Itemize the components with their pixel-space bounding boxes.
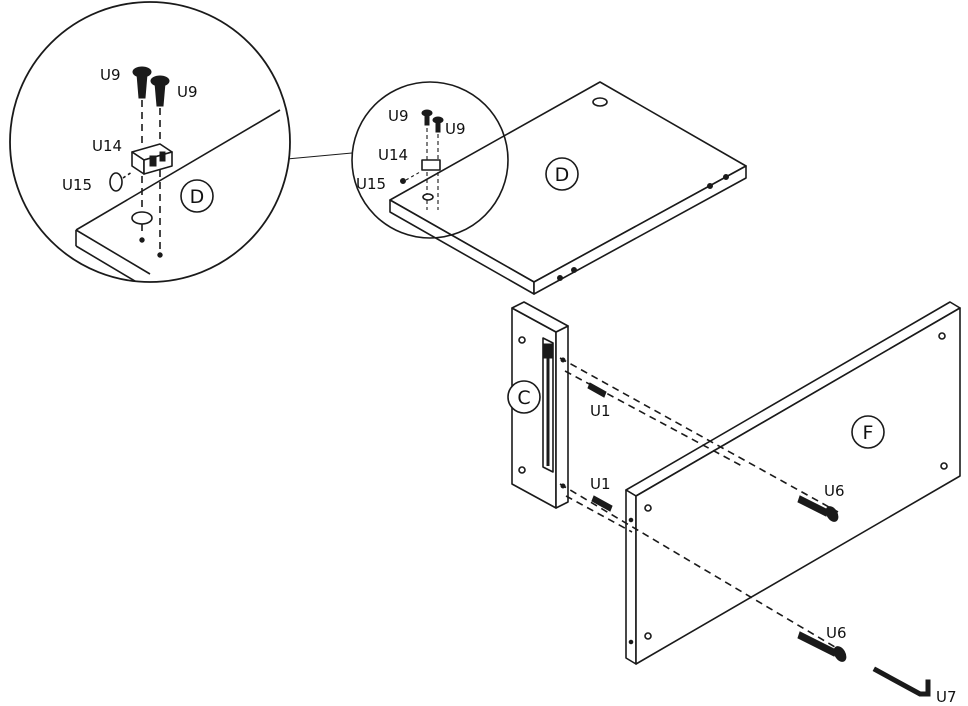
panel-f-hole [938,332,946,340]
panel-f-edge [625,489,637,665]
u15-small-guide [405,171,421,181]
panel-d-label: D [555,164,570,186]
detail-small: U9 U9 U14 U15 [351,81,509,239]
panel-f-label: F [863,422,874,444]
dowel-point [139,237,145,243]
u15-large-guide [122,171,133,179]
guide-upper-2 [564,370,743,467]
label-u1-lower: U1 [590,475,611,493]
label-u1-upper: U1 [590,402,611,420]
panel-f-hole [644,632,652,640]
u9-screw-small-b [432,116,444,133]
detail-d-badge [180,179,214,213]
label-u14-small: U14 [378,146,408,164]
u6-bolt-upper [797,495,839,522]
cam-hole-large [131,211,153,225]
label-u9-large-a: U9 [100,66,121,84]
panel-f-hole [644,504,652,512]
detail-large-ring [9,1,291,283]
u9-screw-large-b [150,75,170,107]
panel-c-badge [507,380,541,414]
detail-large: D U9 U9 U14 U15 [9,1,291,283]
label-u15-large: U15 [62,176,92,194]
u15-small [400,178,406,184]
panel-d-edge-right [533,165,747,295]
label-u7: U7 [936,688,957,706]
panel-d-edge-hole [557,275,563,281]
u9-screw-large-a [132,66,152,99]
panel-c: C [507,301,569,509]
u1-dowel-lower [591,495,613,512]
panel-f: F [625,301,961,665]
panel-f-hole [940,462,948,470]
u1-dowel-upper [587,382,607,398]
u15-ring-large [109,172,123,192]
panel-f-face [635,307,961,665]
panel-c-edge [555,325,569,509]
label-u9-small-a: U9 [388,107,409,125]
label-u6-upper: U6 [824,482,845,500]
panel-d-edge-hole [571,267,577,273]
panel-d-edge-hole [723,174,729,180]
u14-bracket-small [421,159,441,171]
label-u15-small: U15 [356,175,386,193]
dowel-point [157,252,163,258]
u6-bolt-lower [797,631,847,662]
guide-lower-2 [565,495,633,533]
label-u6-lower: U6 [826,624,847,642]
guide-lower [559,483,841,651]
panel-c-top [511,301,569,333]
label-u9-small-b: U9 [445,120,466,138]
panel-f-edge-hole [628,639,634,645]
panel-c-hole [518,336,526,344]
panel-d-badge [545,157,579,191]
u9-screw-small-a [421,109,433,126]
detail-small-ring [351,81,509,239]
u14-bracket-large [131,143,173,175]
label-u9-large-b: U9 [177,83,198,101]
panel-c-hole [518,466,526,474]
hole-small [422,193,434,201]
panel-d: D [389,81,747,295]
panel-d-hole [592,97,608,107]
label-u14-large: U14 [92,137,122,155]
detail-d-label: D [190,186,205,208]
panel-d-edge-hole [707,183,713,189]
panel-f-edge-hole [628,517,634,523]
u7-allen-key [872,666,931,697]
guide-upper [559,357,839,513]
runner-stop [543,343,554,359]
assembly-guides [559,357,841,651]
panel-c-label: C [517,387,530,409]
panel-f-badge [851,415,885,449]
